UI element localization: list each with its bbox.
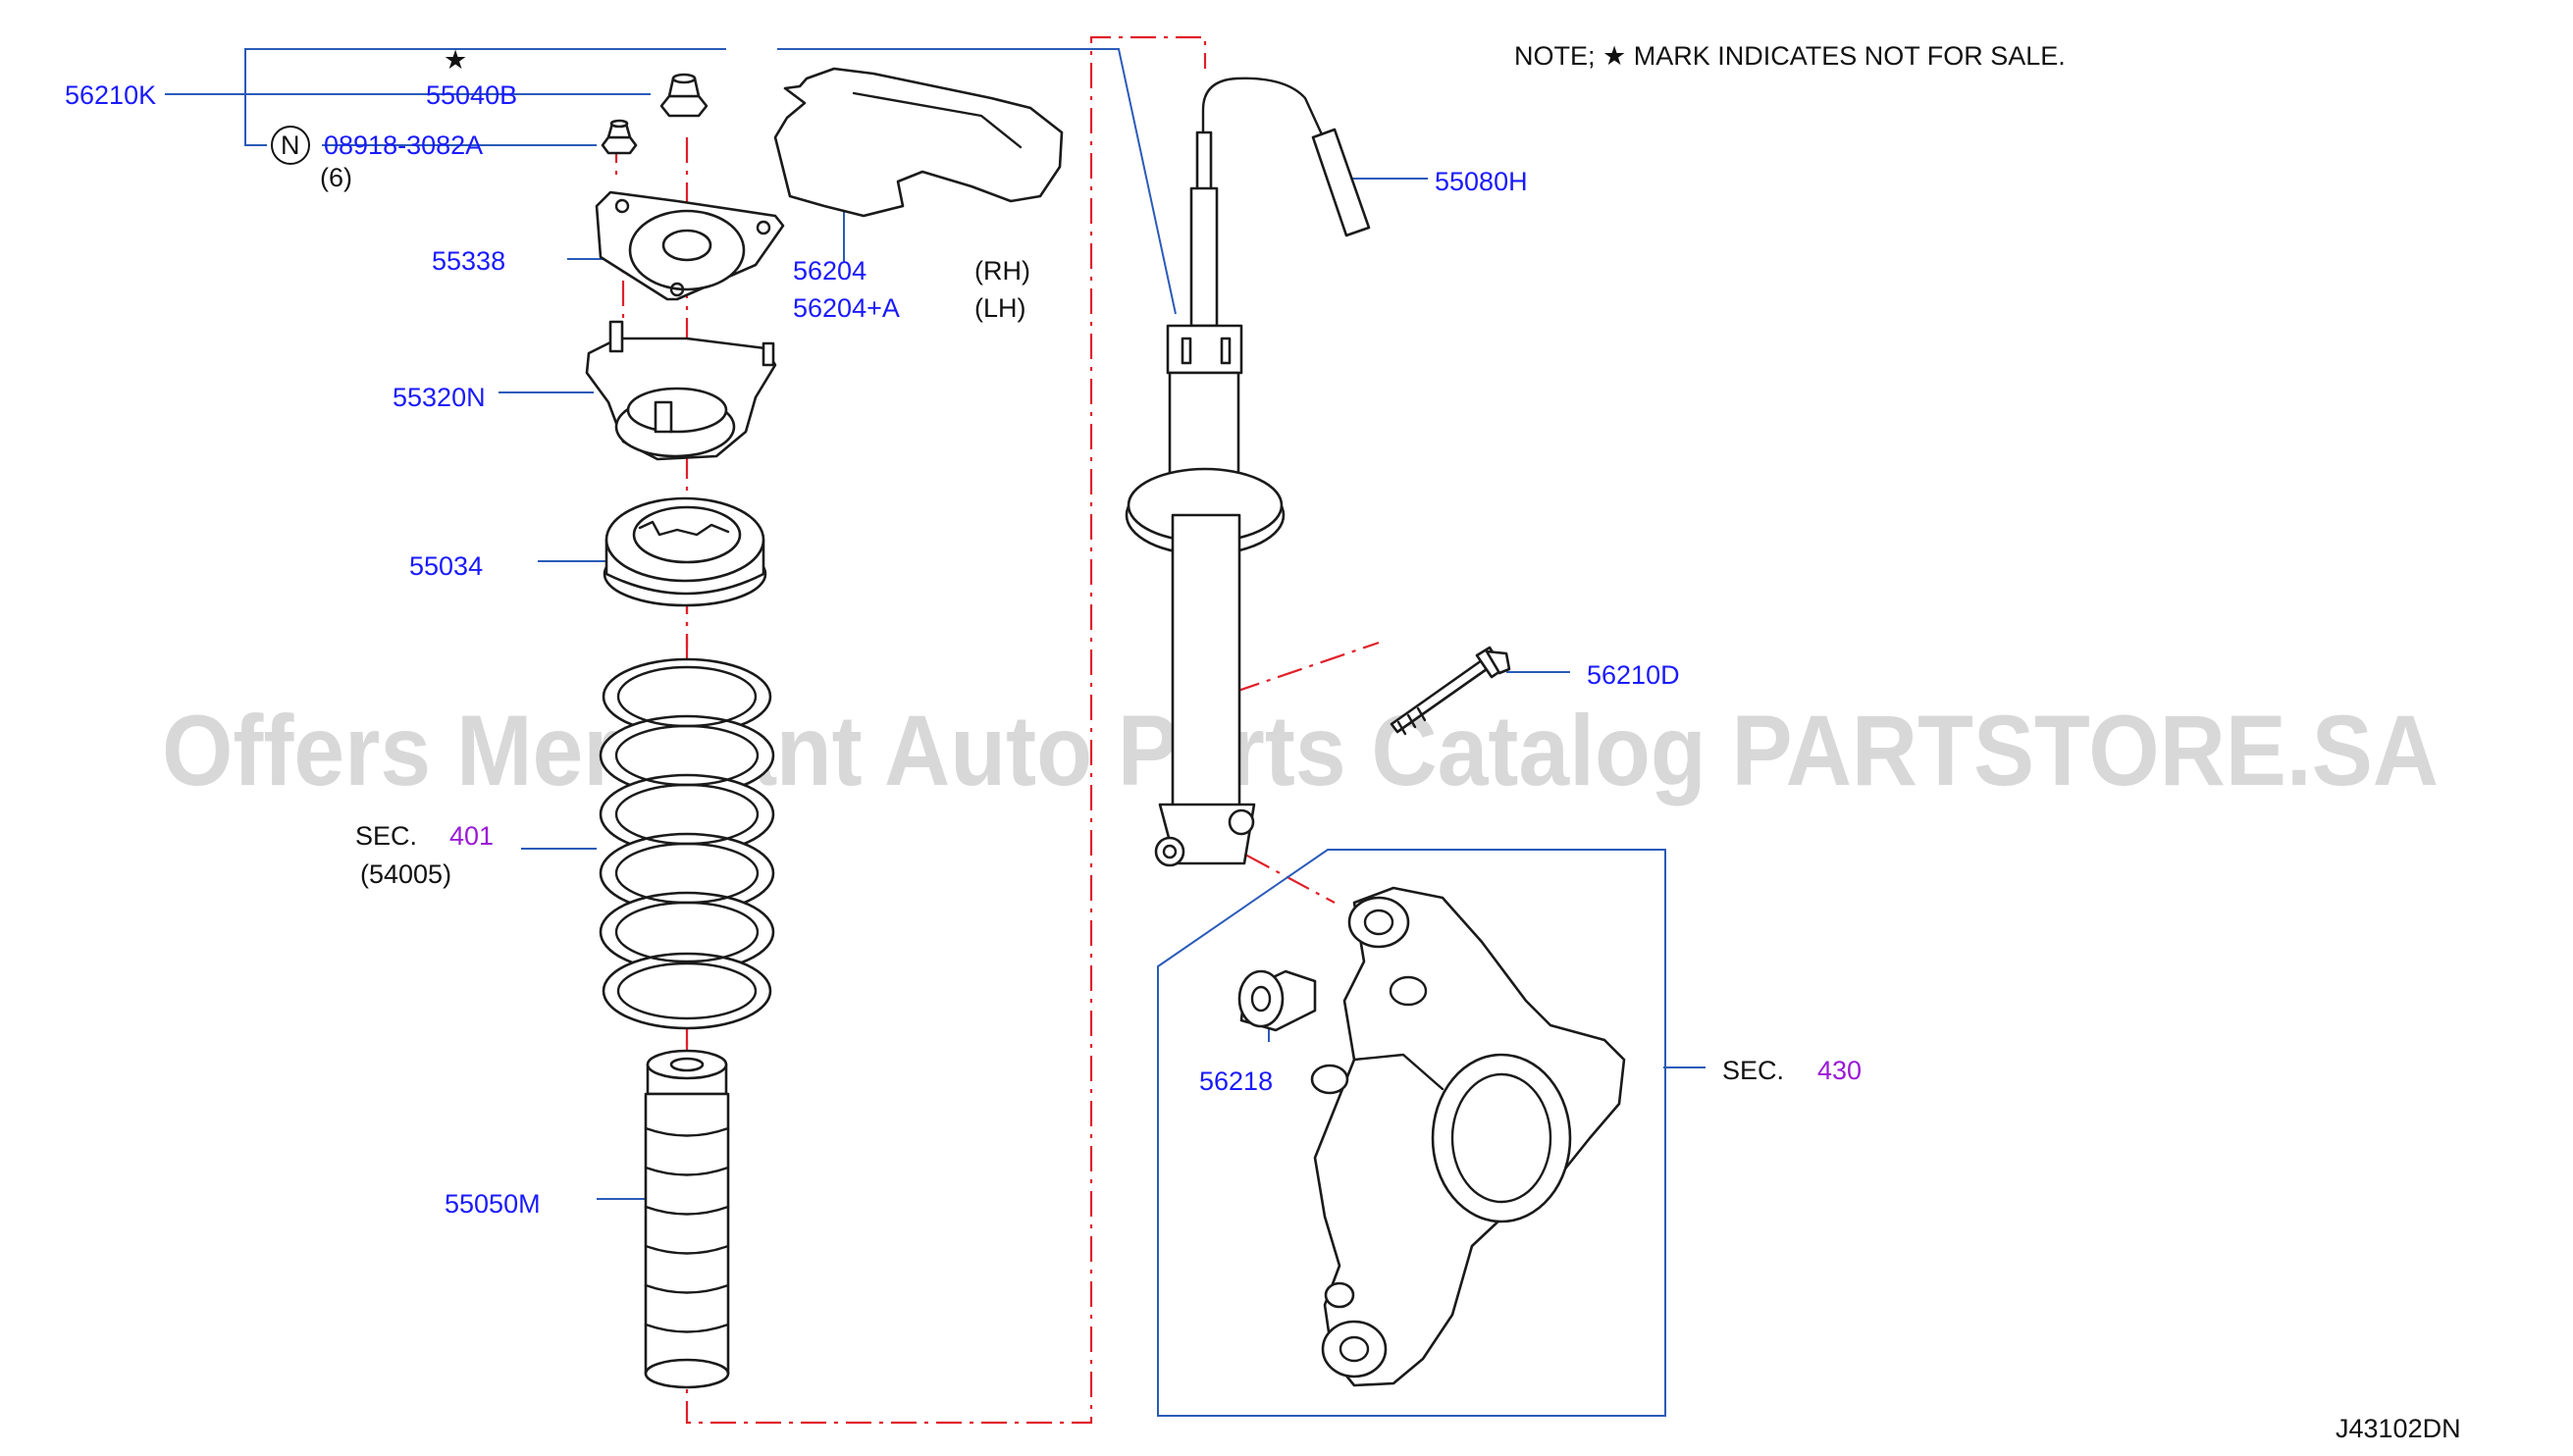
knuckle-430: [1310, 886, 1626, 1387]
watermark: Offers Merchant Auto Parts Catalog PARTS…: [162, 695, 2439, 806]
bump-boot-55050m: [644, 1049, 730, 1389]
label-56204: 56204: [793, 256, 866, 286]
label-rh: (RH): [974, 256, 1030, 286]
label-56218: 56218: [1199, 1066, 1273, 1096]
star-mark-icon: ★: [444, 45, 467, 75]
n-circle-icon: [271, 126, 310, 165]
label-sec-430: 430: [1817, 1056, 1862, 1085]
label-quantity-6: (6): [320, 163, 352, 192]
note-text: NOTE; ★ MARK INDICATES NOT FOR SALE.: [1514, 41, 2066, 71]
bolt-56210d: [1390, 646, 1511, 736]
label-55338: 55338: [432, 246, 505, 276]
bushing-56218: [1237, 969, 1317, 1032]
label-56210d: 56210D: [1587, 660, 1680, 690]
label-55320n: 55320N: [393, 383, 486, 412]
label-55040b: 55040B: [426, 80, 517, 110]
diagram-code: J43102DN: [2336, 1414, 2461, 1443]
coil-spring-54005: [599, 657, 775, 1030]
label-lh: (LH): [974, 293, 1026, 323]
label-sec-word-1: SEC.: [355, 821, 417, 851]
label-55050m: 55050M: [445, 1189, 541, 1219]
n-circle-letter: N: [281, 130, 300, 160]
nut-08918: [601, 119, 638, 155]
bump-seat-55034: [603, 496, 767, 607]
label-sec-word-2: SEC.: [1722, 1056, 1784, 1085]
insulator-cover-56204: [773, 67, 1064, 218]
nut-55040b: [659, 73, 709, 118]
label-55034: 55034: [409, 551, 483, 581]
spring-seat-55320n: [585, 320, 777, 461]
shock-absorber: [1125, 77, 1371, 867]
mount-plate-55338: [595, 190, 785, 301]
label-55080h: 55080H: [1435, 167, 1528, 196]
label-sec-401: 401: [449, 821, 494, 851]
label-08918-3082a: 08918-3082A: [324, 130, 483, 160]
label-54005: (54005): [360, 859, 451, 889]
label-56210k: 56210K: [65, 80, 156, 110]
label-56204a: 56204+A: [793, 293, 900, 323]
